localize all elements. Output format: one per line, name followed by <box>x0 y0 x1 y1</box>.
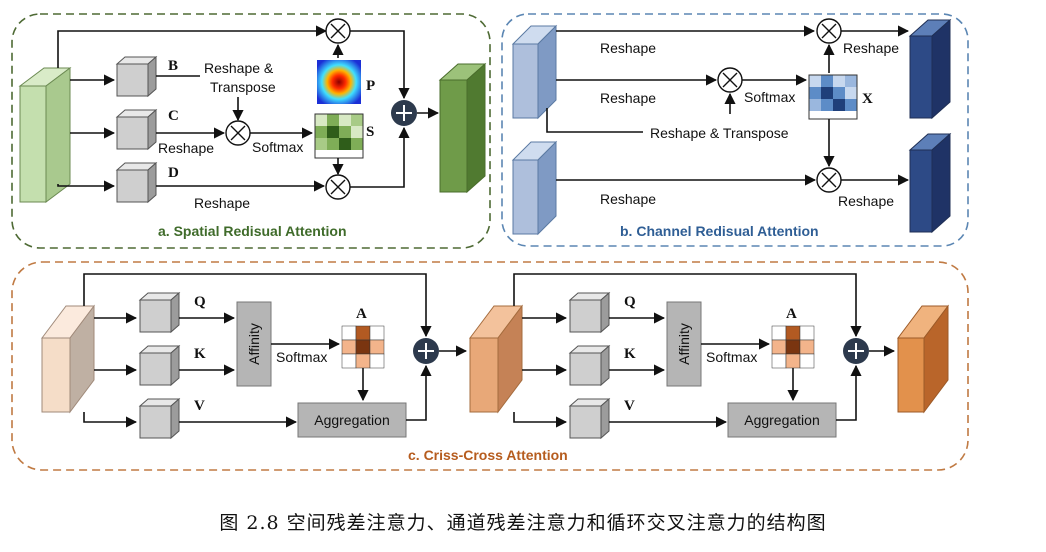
panel-a-heatmap-p <box>317 60 361 104</box>
panel-a-cube-d <box>115 161 158 204</box>
c2-affinity-label: Affinity <box>676 323 692 365</box>
reshape-transpose-label-1: Reshape & <box>204 60 274 76</box>
panel-c-border <box>11 261 969 471</box>
c1-softmax-label: Softmax <box>276 349 327 365</box>
c1-label-a: A <box>356 306 367 322</box>
c1-label-q: Q <box>194 294 206 310</box>
panel-a-title: a. Spatial Redisual Attention <box>158 223 347 239</box>
c2-label-a: A <box>786 306 797 322</box>
c2-softmax-label: Softmax <box>706 349 757 365</box>
panel-c2-affinity-box: Affinity <box>666 301 702 387</box>
panel-b-multiply-1 <box>717 67 743 93</box>
label-c: C <box>168 108 179 124</box>
attention-diagram: B C D Reshape & Transpose Reshape Softma… <box>11 13 969 471</box>
reshape-d-label: Reshape <box>194 195 250 211</box>
panel-c-title: c. Criss-Cross Attention <box>408 447 568 463</box>
panel-b-matrix-x <box>808 74 858 120</box>
reshape-bottom-label: Reshape <box>600 191 656 207</box>
panel-a-multiply-bottom <box>325 174 351 200</box>
panel-c2-cube-v <box>568 397 611 440</box>
panel-a-multiply-top <box>325 18 351 44</box>
panel-a-cube-c <box>115 108 158 151</box>
panel-b-output-bottom <box>908 132 952 234</box>
panel-a-border <box>11 13 491 249</box>
panel-c1-affinity-box: Affinity <box>236 301 272 387</box>
softmax-b-label: Softmax <box>744 89 795 105</box>
panel-a-input-feature <box>18 67 72 203</box>
panel-b-title: b. Channel Redisual Attention <box>620 223 819 239</box>
reshape-top-label: Reshape <box>600 40 656 56</box>
label-s: S <box>366 124 374 140</box>
reshape-mid-label: Reshape <box>600 90 656 106</box>
panel-c2-cube-q <box>568 291 611 334</box>
panel-c2-matrix-a <box>771 325 815 369</box>
label-b: B <box>168 58 178 74</box>
panel-b-output-top <box>908 18 952 120</box>
c2-label-q: Q <box>624 294 636 310</box>
panel-b-input-bottom <box>511 140 558 236</box>
c1-label-k: K <box>194 346 206 362</box>
c2-label-k: K <box>624 346 636 362</box>
panel-c2-plus <box>843 338 869 364</box>
panel-c1-aggregation-box: Aggregation <box>297 402 407 438</box>
c1-aggregation-label: Aggregation <box>314 412 390 428</box>
panel-a-output-feature <box>438 62 487 194</box>
panel-c1-plus <box>413 338 439 364</box>
panel-c-input-feature <box>41 304 95 414</box>
panel-channel-residual-attention: Reshape Reshape Reshape & Transpose Soft… <box>501 13 969 247</box>
panel-a-multiply-1 <box>225 120 251 146</box>
reshape-out2-label: Reshape <box>838 193 894 209</box>
panel-c-middle-feature <box>469 304 523 414</box>
reshape-out1-label: Reshape <box>843 40 899 56</box>
c2-label-v: V <box>624 398 635 414</box>
label-x: X <box>862 91 873 107</box>
panel-a-cube-b <box>115 55 158 98</box>
panel-a-plus <box>391 100 417 126</box>
c1-label-v: V <box>194 398 205 414</box>
panel-b-multiply-bottom <box>816 167 842 193</box>
panel-c1-cube-q <box>138 291 181 334</box>
panel-b-input-top <box>511 24 558 120</box>
panel-b-multiply-top <box>816 18 842 44</box>
panel-a-matrix-s <box>314 113 364 159</box>
panel-spatial-residual-attention: B C D Reshape & Transpose Reshape Softma… <box>11 13 491 249</box>
reshape-transpose-label-2: Transpose <box>210 79 276 95</box>
c2-aggregation-label: Aggregation <box>744 412 820 428</box>
panel-c2-cube-k <box>568 344 611 387</box>
reshape-transpose-b-label: Reshape & Transpose <box>650 125 789 141</box>
label-d: D <box>168 165 179 181</box>
figure-caption: 图 2.8 空间残差注意力、通道残差注意力和循环交叉注意力的结构图 <box>219 512 827 534</box>
panel-c-output-feature <box>897 304 949 414</box>
panel-criss-cross-attention: Q K V Affinity Softmax A Aggregation <box>11 261 969 471</box>
panel-c1-matrix-a <box>341 325 385 369</box>
label-p: P <box>366 78 375 94</box>
panel-c2-aggregation-box: Aggregation <box>727 402 837 438</box>
panel-c1-cube-v <box>138 397 181 440</box>
c1-affinity-label: Affinity <box>246 323 262 365</box>
softmax-a-label: Softmax <box>252 139 303 155</box>
panel-c1-cube-k <box>138 344 181 387</box>
reshape-c-label: Reshape <box>158 140 214 156</box>
